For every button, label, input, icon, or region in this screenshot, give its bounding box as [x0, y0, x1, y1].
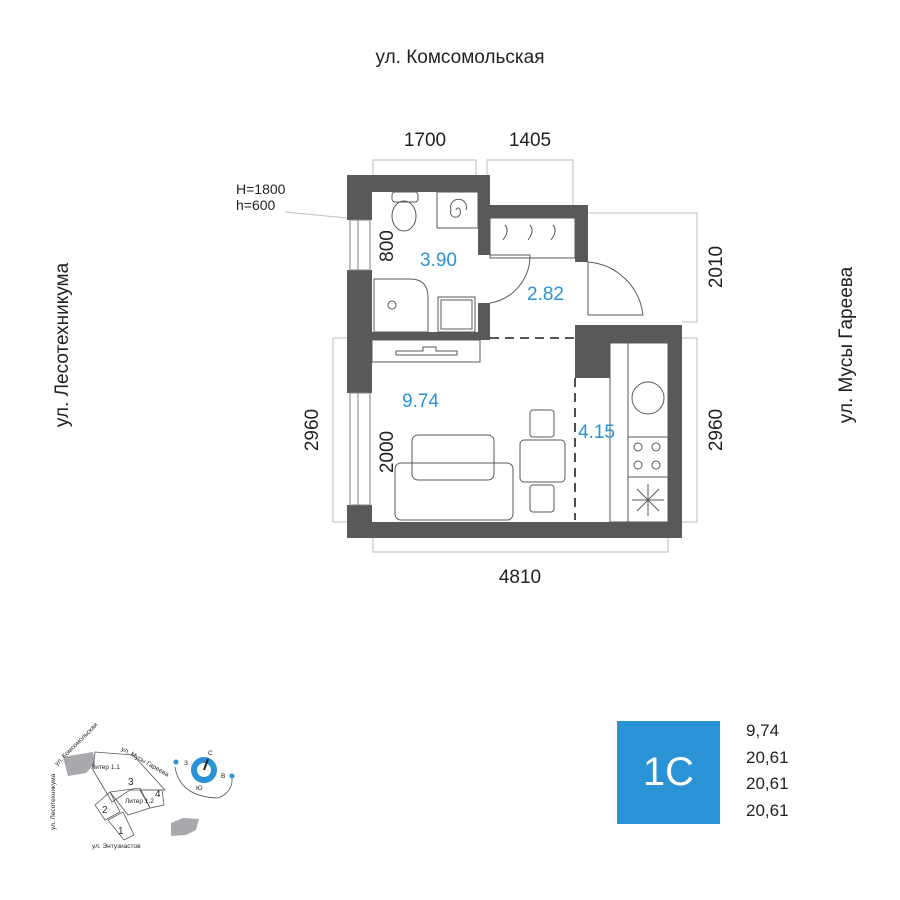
site-section-1: 1 [118, 826, 124, 837]
apartment-type-badge: 1С [617, 721, 720, 824]
fixtures [371, 191, 669, 523]
site-section-4: 4 [155, 789, 161, 800]
spiral-icon [450, 198, 467, 218]
compass-icon: С Ю З В [173, 750, 235, 799]
dimension-lines [284, 159, 698, 553]
bathroom-door-icon [489, 254, 531, 304]
street-right-label: ул. Мусы Гареева [836, 266, 857, 423]
dim-top-right: 1405 [509, 130, 551, 151]
sofa-back-icon [411, 434, 495, 481]
site-street-gareeva: ул. Мусы Гареева [120, 746, 170, 779]
zone-dividers [490, 337, 576, 520]
toilet-tank-icon [391, 191, 419, 203]
entry-door-icon [587, 261, 644, 316]
street-top-label: ул. Комсомольская [376, 47, 545, 68]
dim-bottom: 4810 [499, 567, 541, 588]
dim-top-left: 1700 [404, 130, 446, 151]
stove-icon [627, 436, 669, 478]
area-total-3: 20,61 [746, 800, 789, 820]
tv-icon [395, 346, 458, 356]
sink-icon [437, 296, 476, 333]
dim-right-lower: 2960 [706, 409, 727, 451]
table-icon [519, 439, 566, 483]
area-living: 9,74 [746, 721, 780, 740]
room-area-bathroom: 3.90 [420, 250, 457, 271]
site-plan: ул. Комсомольская ул. Лесотехникума ул. … [50, 721, 235, 850]
svg-text:В: В [221, 773, 225, 780]
shower-drain-icon [387, 300, 397, 310]
site-section-3: 3 [128, 777, 134, 788]
hanger-icons [502, 224, 556, 241]
svg-text:С: С [208, 750, 213, 757]
shower-tray-icon [373, 278, 429, 333]
site-street-entuziastov: ул. Энтузиастов [92, 843, 141, 850]
site-section-2: 2 [102, 805, 108, 816]
area-values: 9,74 20,61 20,61 20,61 [746, 718, 789, 824]
sofa-icon [394, 462, 514, 521]
toilet-icon [391, 200, 417, 232]
wardrobe-icon [489, 217, 576, 259]
area-total: 20,61 [746, 747, 789, 767]
windows [349, 219, 371, 506]
chair-icon [529, 409, 555, 438]
dim-window-upper: 800 [377, 230, 398, 262]
site-liter-1-1: Литер 1.1 [91, 764, 120, 771]
window-height-note: H=1800 [236, 181, 286, 197]
svg-text:Ю: Ю [196, 785, 203, 792]
dim-left-lower: 2960 [302, 409, 323, 451]
street-left-label: ул. Лесотехникума [52, 262, 73, 427]
dim-right-upper: 2010 [706, 246, 727, 288]
site-liter-1-2: Литер 1.2 [125, 798, 154, 805]
washing-machine-icon [436, 191, 479, 229]
fridge-snowflake-icon [632, 484, 664, 516]
dim-window-lower: 2000 [377, 431, 398, 473]
kitchen-sink-icon [631, 381, 665, 415]
area-total-2: 20,61 [746, 774, 789, 793]
room-area-kitchen: 4.15 [578, 422, 615, 443]
chair-icon [529, 484, 555, 513]
kitchen-counter-icon [609, 342, 669, 523]
site-street-lesotekhnikuma: ул. Лесотехникума [50, 773, 57, 830]
walls [347, 175, 682, 538]
shelf-icon [371, 339, 481, 363]
room-area-living: 9.74 [402, 391, 439, 412]
window-sill-note: h=600 [236, 197, 276, 213]
svg-text:З: З [184, 760, 188, 767]
room-area-hall: 2.82 [527, 284, 564, 305]
